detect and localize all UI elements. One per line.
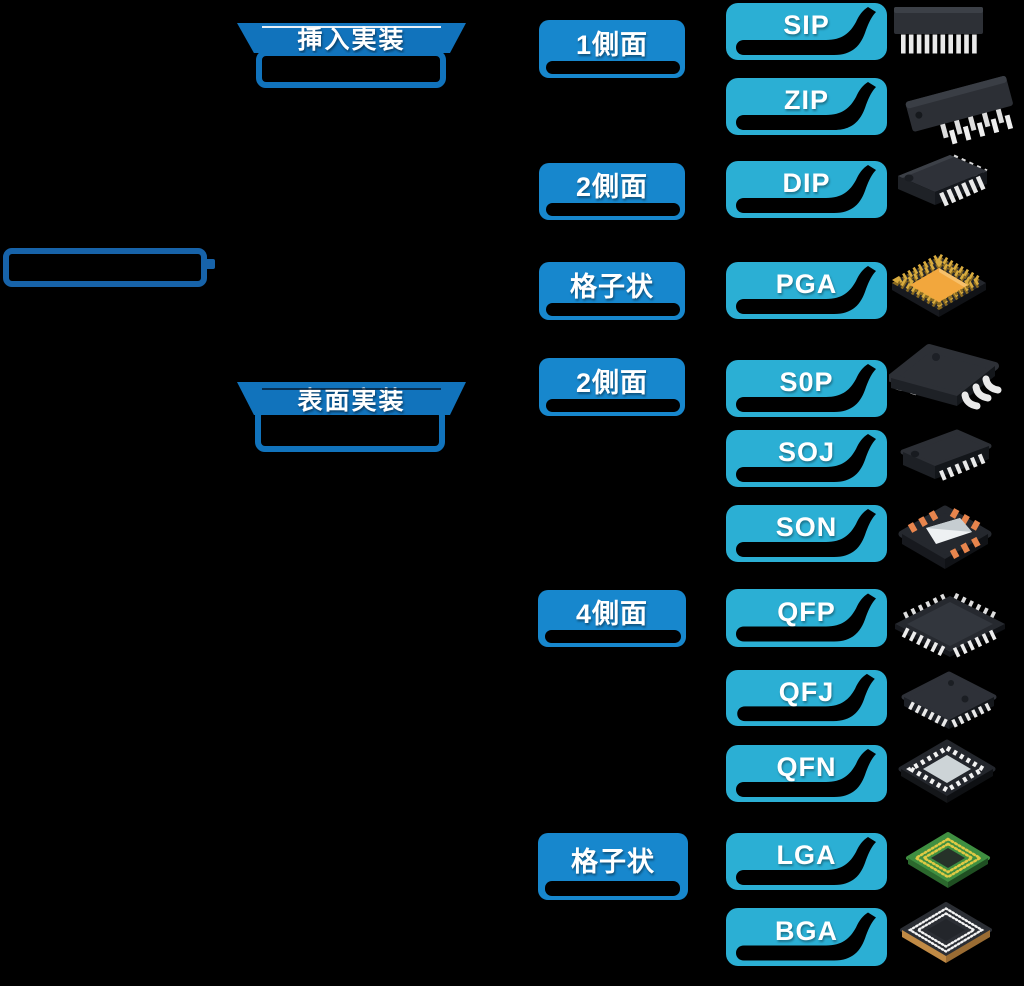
branch-insertion-ribbon: 挿入実装 <box>237 23 466 53</box>
package-dip: DIP <box>726 161 887 218</box>
package-soj: SOJ <box>726 430 887 487</box>
branch-insertion-outline-box <box>256 50 446 88</box>
package-sip: SIP <box>726 3 887 60</box>
package-qfn-label: QFN <box>776 752 837 782</box>
package-lga-label: LGA <box>776 840 837 870</box>
swoosh-decoration <box>736 837 876 885</box>
package-qfj: QFJ <box>726 670 887 726</box>
category-grid-surface: 格子状 <box>538 833 688 900</box>
package-qfp-label: QFP <box>777 596 836 627</box>
swoosh-decoration <box>736 364 876 412</box>
lga-chip-icon <box>903 830 992 898</box>
branch-surface-mount: 表面実装 <box>237 382 466 453</box>
package-pga-label: PGA <box>775 269 838 299</box>
package-soj-label: SOJ <box>777 437 836 467</box>
category-grid-surface-label: 格子状 <box>571 847 655 877</box>
branch-insertion-label: 挿入実装 <box>297 26 406 54</box>
category-grid-insertion: 格子状 <box>539 262 685 320</box>
swoosh-decoration <box>736 266 876 314</box>
sip-chip-icon <box>893 5 988 57</box>
package-qfn: QFN <box>726 745 887 802</box>
root-connector-stub <box>205 259 215 269</box>
package-sop: S0P <box>726 360 887 417</box>
swoosh-decoration <box>736 165 876 213</box>
category-bar-decoration <box>546 399 680 412</box>
category-2side-surface-label: 2側面 <box>575 367 649 398</box>
swoosh-decoration <box>737 673 875 722</box>
swoosh-decoration <box>736 7 876 55</box>
qfj-chip-icon <box>898 670 999 735</box>
category-1side: 1側面 <box>539 20 685 78</box>
ribbon-highlight-line <box>262 26 441 28</box>
category-4side-label: 4側面 <box>575 599 649 629</box>
branch-insertion-mount: 挿入実装 <box>237 23 466 89</box>
package-lga: LGA <box>726 833 887 890</box>
category-grid-insertion-label: 格子状 <box>570 271 654 302</box>
qfn-chip-icon <box>896 738 997 812</box>
dip-chip-icon <box>888 150 996 222</box>
package-zip: ZIP <box>726 78 887 135</box>
swoosh-decoration <box>736 749 876 797</box>
package-son: SON <box>726 505 887 562</box>
category-2side-insertion: 2側面 <box>539 163 685 220</box>
ribbon-shadow-line <box>262 388 441 390</box>
son-chip-icon <box>896 501 994 583</box>
category-bar-decoration <box>546 203 680 216</box>
swoosh-decoration <box>736 509 876 557</box>
qfp-chip-icon <box>891 593 1010 662</box>
pga-chip-icon <box>886 246 992 320</box>
branch-surface-label: 表面実装 <box>297 386 406 415</box>
category-bar-decoration <box>545 881 680 896</box>
package-sop-label: S0P <box>779 367 834 397</box>
package-zip-label: ZIP <box>783 85 829 115</box>
zip-chip-icon <box>903 68 1020 152</box>
soj-chip-icon <box>891 428 997 496</box>
swoosh-decoration <box>736 593 876 642</box>
category-1side-label: 1側面 <box>575 29 649 60</box>
package-sip-label: SIP <box>783 10 830 40</box>
package-qfj-label: QFJ <box>778 676 835 707</box>
branch-surface-ribbon: 表面実装 <box>237 382 466 415</box>
swoosh-decoration <box>736 434 876 482</box>
package-pga: PGA <box>726 262 887 319</box>
category-2side-surface: 2側面 <box>539 358 685 416</box>
sop-chip-icon <box>889 343 1003 421</box>
root-node-box <box>3 248 207 287</box>
package-dip-label: DIP <box>782 168 831 198</box>
bga-chip-icon <box>896 900 995 971</box>
category-bar-decoration <box>546 303 680 316</box>
package-son-label: SON <box>775 512 838 542</box>
swoosh-decoration <box>736 912 876 961</box>
package-qfp: QFP <box>726 589 887 647</box>
category-2side-insertion-label: 2側面 <box>575 172 649 202</box>
swoosh-decoration <box>736 82 876 130</box>
package-bga: BGA <box>726 908 887 966</box>
category-bar-decoration <box>546 61 680 74</box>
package-bga-label: BGA <box>775 915 838 946</box>
category-bar-decoration <box>545 630 681 643</box>
category-4side: 4側面 <box>538 590 686 647</box>
